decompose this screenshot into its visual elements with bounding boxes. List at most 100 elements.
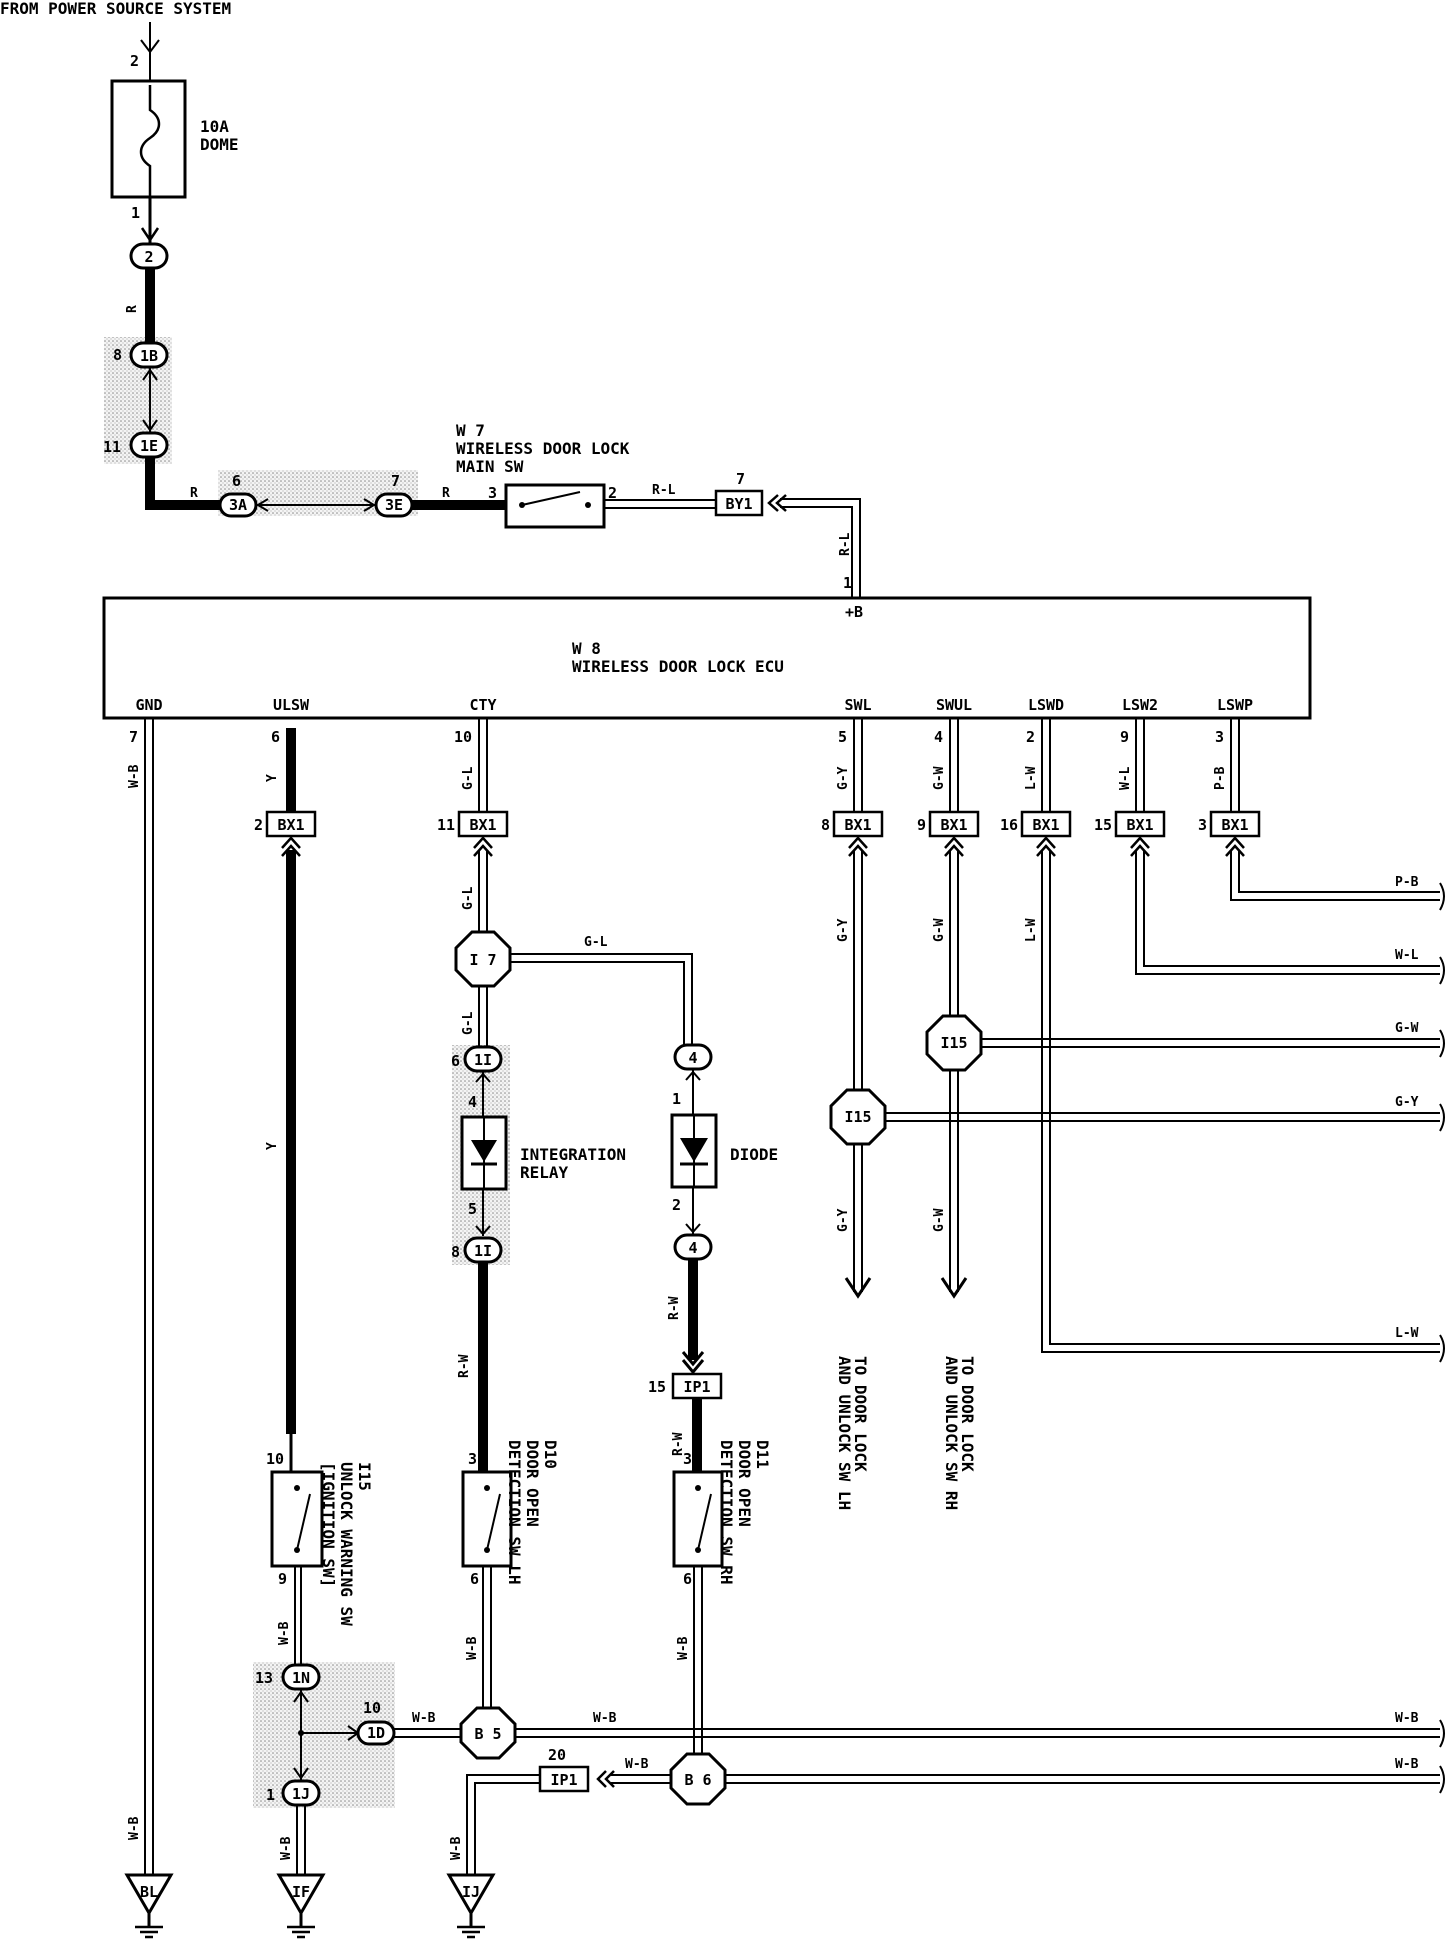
wire-wb-label-3: W-B [277,1621,292,1645]
to-rh-line2: AND UNLOCK SW RH [942,1356,961,1510]
bx1-label: BX1 [1032,816,1059,834]
wire-r-2 [145,457,220,510]
ip1-a-pin: 15 [648,1378,666,1396]
i15-line2: [IGNITION SW] [319,1462,338,1587]
arrow-swl-1 [848,836,868,849]
d11-contact-1 [695,1485,701,1491]
ecu-terminal-swl: SWL [844,696,871,714]
arrow-1n [293,1690,309,1703]
break-wl [1439,956,1445,985]
bx1-label: BX1 [940,816,967,834]
wire-wb-label-8: W-B [676,1636,691,1660]
ip1-connector-b [538,1765,590,1793]
ecu-terminal-swul: SWUL [936,696,972,714]
ecu-b-pin: 1 [843,574,852,592]
bx1-pin: 3 [1198,816,1207,834]
wire-rl-d [780,506,853,598]
bx1-pin: 2 [254,816,263,834]
wire-wl-label-1: W-L [1118,766,1133,790]
connector-1b-label: 1B [140,347,158,365]
w7-contact-2 [585,502,591,508]
connector-3e-label: 3E [385,496,403,514]
ecu-terminal-pin-cty: 10 [454,728,472,746]
wire-wb-label-2: W-B [127,1816,142,1840]
connector-1n-pin: 13 [255,1669,273,1687]
connector-1i-top-label: 1I [474,1051,492,1069]
i15-contact-1 [294,1485,300,1491]
connector-3a-pin: 6 [232,472,241,490]
connector-1d-pin: 10 [363,1699,381,1717]
arrow-ip1b-2 [604,1770,615,1788]
wire-gw-label-1: G-W [932,766,947,790]
relay-line1: INTEGRATION [520,1145,626,1164]
junction-dot-1 [298,1730,304,1736]
junction-i15-gw-label: I15 [940,1034,967,1052]
wire-wl-c [1135,850,1440,975]
arrow-ip1-2 [681,1359,705,1375]
wire-gy-label-2: G-Y [836,918,851,942]
wire-gl-f [510,961,685,1045]
wire-gl-label-4: G-L [461,1011,476,1035]
wire-ij-a [466,1774,540,1875]
arrow-ulsw-2 [281,844,301,857]
diode-label: DIODE [730,1145,778,1164]
d10-line2: DETECTION SW LH [505,1440,524,1585]
ecu-terminal-lswd: LSWD [1028,696,1064,714]
connector-1d [356,1720,396,1746]
bx1-label: BX1 [1221,816,1248,834]
ground-ij-label: IJ [462,1883,480,1901]
wire-rl-c [780,498,861,598]
wire-lw-label-2: L-W [1024,918,1039,942]
wire-gl-label-3: G-L [584,935,608,950]
ip1-connector-a [671,1372,723,1400]
break-lw [1439,1334,1445,1363]
ecu-terminal-pin-gnd: 7 [129,728,138,746]
ecu-terminal-ulsw: ULSW [273,696,310,714]
bx1-label: BX1 [844,816,871,834]
arrow-lswp-2 [1225,844,1245,857]
bx1-label: BX1 [1126,816,1153,834]
right-label-wb-2: W-B [1395,1757,1419,1772]
junction-i15-gw [925,1014,983,1072]
bx1-pin: 11 [437,816,455,834]
relay-pin-5: 5 [468,1200,477,1218]
right-label-gy: G-Y [1395,1095,1419,1110]
diode-pin-1: 1 [672,1090,681,1108]
break-wb-2 [1439,1765,1445,1794]
bx1-pin: 9 [917,816,926,834]
wire-y-label-1: Y [265,774,280,782]
arrow-relay-out [475,1225,491,1236]
connector-diode-bot-label: 4 [688,1239,697,1257]
arrow-left-2 [256,498,269,512]
arrow-swul-1 [944,836,964,849]
wire-wb-label-7: W-B [593,1711,617,1726]
wire-lw-label-1: L-W [1024,766,1039,790]
ecu-id: W 8 [572,639,601,658]
arrow-right-2 [363,498,376,512]
wire-rl-label-2: R-L [838,532,853,556]
arrow-to-rh [940,1277,968,1299]
by1-connector [714,489,764,517]
wire-gl-label-2: G-L [461,886,476,910]
wire-r-label-1: R [125,305,140,313]
bx1-box [457,810,509,838]
arrow-1j [293,1767,309,1780]
ecu-terminal-pin-swul: 4 [934,728,943,746]
arrow-lsw2-2 [1130,844,1150,857]
arrow-diode-out [685,1223,701,1234]
fuse-pin-in: 2 [130,52,139,70]
wire-r-label-3: R [442,486,450,501]
arrow-lswd-1 [1036,836,1056,849]
arrow-relay-in [475,1072,491,1083]
relay-pin-4: 4 [468,1093,477,1111]
bx1-box [1114,810,1166,838]
by1-arrow-2 [775,494,787,512]
d11-pin-6: 6 [683,1570,692,1588]
right-label-lw: L-W [1395,1326,1419,1341]
connector-3a-label: 3A [229,496,247,514]
wire-lw-d [1049,850,1440,1345]
junction-i7 [454,930,512,988]
wire-pb-c [1230,850,1440,901]
connector-diode-top-label: 4 [688,1049,697,1067]
